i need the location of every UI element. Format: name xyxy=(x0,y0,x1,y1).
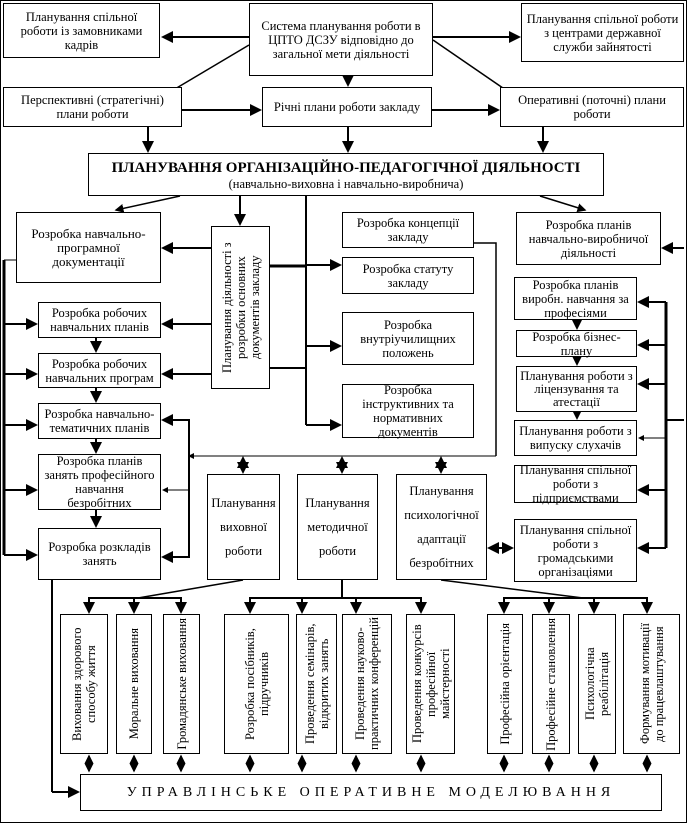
activity-label: Проведення конкурсів професійної майстер… xyxy=(409,624,452,744)
box-operational-modeling: УПРАВЛІНСЬКЕ ОПЕРАТИВНЕ МОДЕЛЮВАННЯ xyxy=(80,774,662,811)
box-left-1: Розробка робочих навчальних планів xyxy=(38,302,161,338)
box-psychological-planning: Планування психологічної адаптації безро… xyxy=(396,474,487,580)
box-methodical-planning: Планування методичної роботи xyxy=(297,474,378,580)
box-right-3: Планування роботи з ліцензування та атес… xyxy=(516,366,637,412)
activity-7: Професійна орієнтація xyxy=(487,614,523,754)
box-documents-planning: Планування діяльності з розробки основни… xyxy=(211,226,270,389)
activity-10: Формування мотивації до працевлаштування xyxy=(623,614,680,754)
box-document-2: Розробка внутріучилищних положень xyxy=(342,312,474,365)
activity-1: Моральне виховання xyxy=(116,614,152,754)
activity-9: Психологічна реабілітація xyxy=(578,614,616,754)
activity-5: Проведення науково-практичних конференці… xyxy=(342,614,392,754)
box-strategic-plans: Перспективні (стратегічні) плани роботи xyxy=(3,87,182,127)
box-right-0: Розробка планів навчально-виробничої дія… xyxy=(516,212,661,265)
activity-label: Громадянське виховання xyxy=(174,618,189,750)
activity-label: Формування мотивації до працевлаштування xyxy=(637,623,666,745)
box-right-5: Планування спільної роботи з підприємств… xyxy=(514,463,637,505)
box-document-1: Розробка статуту закладу xyxy=(342,257,474,294)
box-annual-plans: Річні плани роботи закладу xyxy=(262,87,432,127)
activity-3: Розробка посібників, підручників xyxy=(224,614,289,754)
activity-label: Виховання здорового способу життя xyxy=(70,627,98,741)
box-operative-plans: Оперативні (поточні) плани роботи xyxy=(500,87,684,127)
documents-planning-label: Планування діяльності з розробки основни… xyxy=(219,242,262,373)
box-left-2: Розробка робочих навчальних програм xyxy=(38,353,161,388)
activity-label: Розробка посібників, підручників xyxy=(242,628,271,740)
activity-2: Громадянське виховання xyxy=(163,614,200,754)
box-right-6: Планування спільної роботи з громадським… xyxy=(514,519,637,582)
box-joint-work-employers: Планування спільної роботи із замовникам… xyxy=(3,3,160,58)
box-document-0: Розробка концепції закладу xyxy=(342,212,474,248)
main-title-box: ПЛАНУВАННЯ ОРГАНІЗАЦІЙНО-ПЕДАГОГІЧНОЇ ДІ… xyxy=(88,153,604,196)
box-left-4: Розробка планів занять професійного навч… xyxy=(38,454,161,510)
activity-label: Проведення науково-практичних конференці… xyxy=(353,617,381,751)
box-right-2: Розробка бізнес-плану xyxy=(516,330,637,358)
activity-4: Проведення семінарів, відкритих занять xyxy=(296,614,337,754)
activity-label: Проведення семінарів, відкритих занять xyxy=(302,623,331,745)
activity-label: Психологічна реабілітація xyxy=(583,647,611,721)
box-educational-planning: Планування виховної роботи xyxy=(207,474,280,580)
box-joint-work-employment-centers: Планування спільної роботи з центрами де… xyxy=(521,3,684,62)
box-document-3: Розробка інструктивних та нормативних до… xyxy=(342,383,474,439)
box-right-1: Розробка планів виробн. навчання за проф… xyxy=(514,277,637,320)
box-planning-system: Система планування роботи в ЦПТО ДСЗУ ві… xyxy=(249,3,433,76)
box-right-4: Планування роботи з випуску слухачів xyxy=(514,420,637,456)
box-left-3: Розробка навчально-тематичних планів xyxy=(38,403,161,439)
box-left-5: Розробка розкладів занять xyxy=(38,528,161,580)
activity-label: Моральне виховання xyxy=(127,628,141,740)
activity-label: Професійна орієнтація xyxy=(498,623,512,745)
activity-6: Проведення конкурсів професійної майстер… xyxy=(406,614,455,754)
box-left-0: Розробка навчально-програмної документац… xyxy=(16,212,161,283)
activity-label: Професійне становлення xyxy=(544,617,558,751)
activity-8: Професійне становлення xyxy=(532,614,570,754)
activity-0: Виховання здорового способу життя xyxy=(60,614,108,754)
main-subtitle: (навчально-виховна і навчально-виробнича… xyxy=(228,176,464,191)
main-title: ПЛАНУВАННЯ ОРГАНІЗАЦІЙНО-ПЕДАГОГІЧНОЇ ДІ… xyxy=(111,159,581,176)
